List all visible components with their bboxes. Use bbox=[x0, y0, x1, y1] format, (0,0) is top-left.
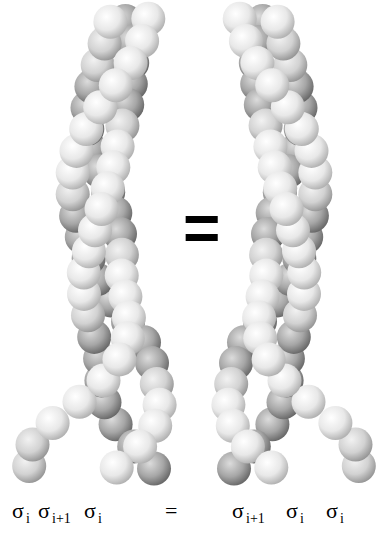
sphere-bead bbox=[85, 192, 119, 226]
subscript-index: i bbox=[340, 512, 344, 526]
sigma-symbol: σ bbox=[12, 500, 24, 522]
sigma-symbol: σ bbox=[326, 500, 338, 522]
subscript-index: i bbox=[26, 512, 30, 526]
sphere-bead bbox=[261, 5, 295, 39]
sigma-symbol: σ bbox=[232, 500, 244, 522]
sphere-bead bbox=[318, 406, 352, 440]
sigma-symbol: σ bbox=[84, 500, 96, 522]
sphere-bead bbox=[100, 451, 134, 485]
subscript-index: i bbox=[98, 512, 102, 526]
sigma-symbol: σ bbox=[38, 500, 50, 522]
sphere-bead bbox=[255, 68, 289, 102]
sphere-bead bbox=[99, 68, 133, 102]
sphere-bead bbox=[93, 5, 127, 39]
subscript-index: i+1 bbox=[52, 512, 71, 526]
equals-sign: = bbox=[183, 196, 220, 260]
subscript-index: i+1 bbox=[246, 512, 265, 526]
sphere-bead bbox=[102, 342, 136, 376]
left-braid bbox=[12, 2, 176, 486]
sigma-symbol: σ bbox=[286, 500, 298, 522]
sphere-bead bbox=[254, 451, 288, 485]
sphere-bead bbox=[270, 192, 304, 226]
right-braid bbox=[211, 2, 375, 486]
equals-sign: = bbox=[165, 500, 177, 522]
subscript-index: i bbox=[300, 512, 304, 526]
sphere-bead bbox=[252, 342, 286, 376]
sphere-bead bbox=[36, 406, 70, 440]
